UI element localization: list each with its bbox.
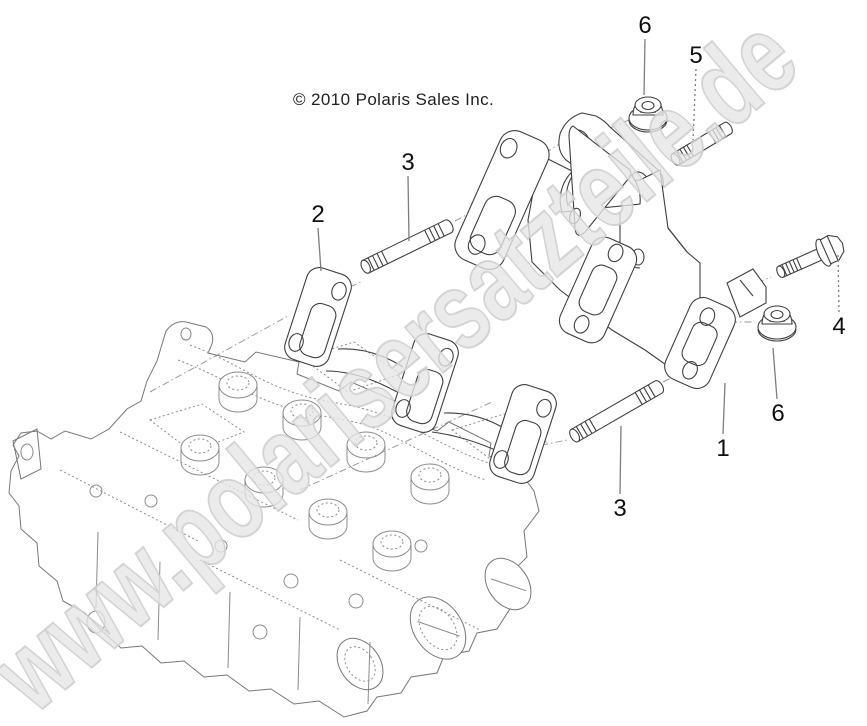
flange-nut-right-drawing bbox=[757, 305, 797, 342]
flange-nut-top-drawing bbox=[628, 96, 668, 133]
copyright-notice: © 2010 Polaris Sales Inc. bbox=[293, 90, 495, 109]
flange-bolt-drawing bbox=[776, 234, 845, 278]
callout-3-lower[interactable]: 3 bbox=[613, 495, 627, 522]
stud-lower-drawing bbox=[569, 379, 665, 443]
valve-boss-row bbox=[180, 371, 450, 572]
cylinder-head-drawing bbox=[8, 321, 548, 718]
stud-top-right-drawing bbox=[670, 121, 733, 166]
stud-upper-drawing bbox=[360, 219, 454, 274]
callout-3-upper[interactable]: 3 bbox=[401, 149, 415, 176]
callout-5[interactable]: 5 bbox=[689, 42, 703, 69]
exhaust-manifold-drawing bbox=[454, 112, 767, 390]
exhaust-gasket-drawing bbox=[284, 267, 557, 484]
callout-4[interactable]: 4 bbox=[832, 313, 846, 340]
callout-1[interactable]: 1 bbox=[716, 435, 730, 462]
callout-6-right[interactable]: 6 bbox=[771, 400, 785, 427]
callout-leader-lines bbox=[317, 38, 840, 495]
callout-6-top[interactable]: 6 bbox=[638, 12, 652, 39]
callout-2[interactable]: 2 bbox=[311, 201, 325, 228]
